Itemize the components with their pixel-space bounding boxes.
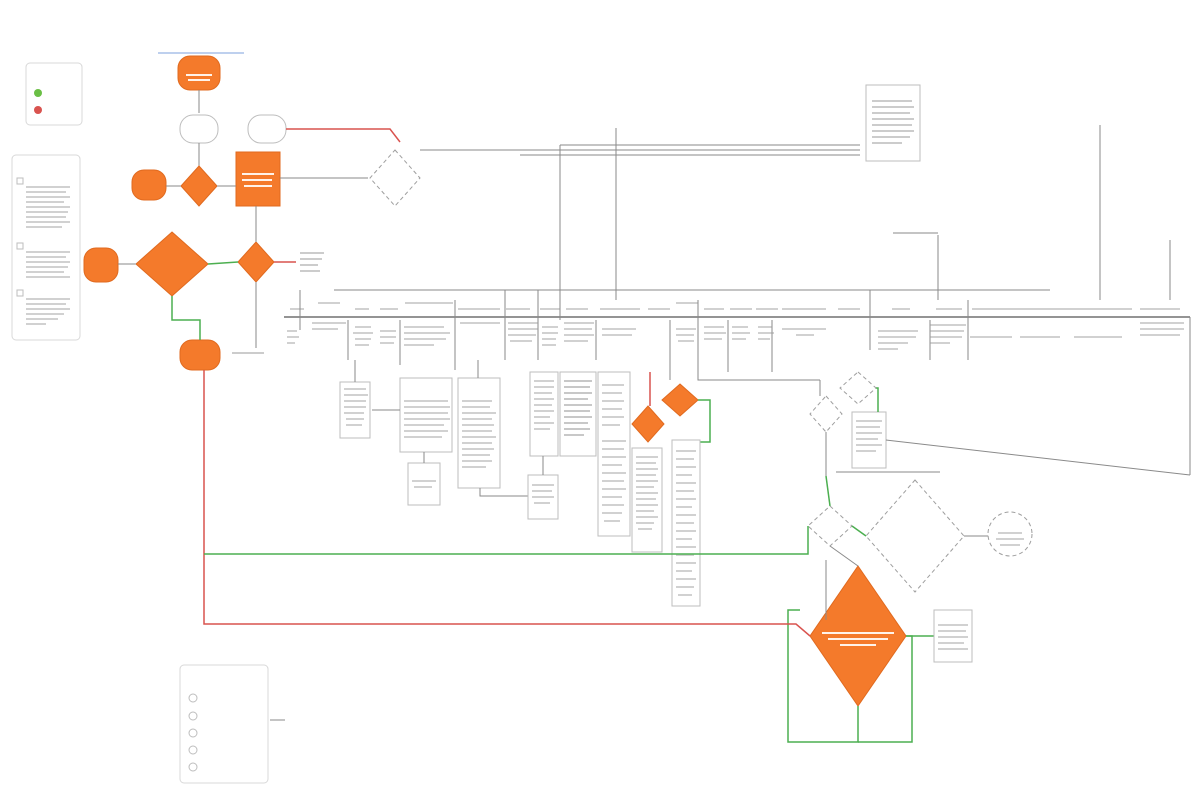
lane-9-text — [564, 322, 594, 342]
far-left-node — [83, 247, 119, 283]
edge-red-top-feedback — [286, 128, 401, 143]
box-lane5-small — [407, 462, 441, 506]
edge-green-right-1 — [876, 387, 879, 412]
mid-annotation-line-2 — [300, 258, 322, 260]
mid-annotation-line-4 — [300, 270, 320, 272]
decision-lane11-b — [661, 383, 699, 417]
process-main — [235, 151, 281, 207]
edge-green-return — [204, 526, 809, 555]
edge-green-bottom-right — [858, 635, 913, 743]
lane-21-text — [1140, 322, 1184, 336]
decision-right-small-1 — [839, 371, 877, 405]
left-bottom-node — [179, 339, 221, 371]
legend-decisions — [25, 62, 83, 126]
box-lane6-detail — [457, 377, 501, 489]
box-lane11-detail — [631, 447, 663, 553]
box-lane5-detail — [399, 377, 453, 453]
legend-no-dot — [34, 106, 42, 114]
edge-to-big-bottom — [829, 545, 859, 567]
lane-header-smudges — [290, 302, 1180, 310]
mid-annotation-line-3 — [300, 264, 318, 266]
lane-7-text — [508, 322, 538, 342]
decision-mid — [237, 241, 275, 283]
decision-right-small-3 — [807, 505, 853, 547]
legend-yes-dot — [34, 89, 42, 97]
box-lane10-detail — [597, 371, 631, 537]
mid-annotation-line-1 — [300, 252, 324, 254]
lane-15-text — [758, 326, 774, 340]
lane-14-text — [732, 326, 750, 340]
decision-big-bottom — [809, 565, 907, 707]
lane-2-text — [312, 322, 346, 330]
edge-lane12-right — [697, 300, 820, 381]
decision-right-small-2 — [809, 395, 843, 433]
lane-16-text — [782, 328, 826, 336]
edge-red-return — [203, 370, 811, 637]
decision-right-top — [369, 149, 421, 207]
pill-node — [179, 114, 219, 144]
lane-18-text — [930, 324, 966, 344]
edge-green-to-dashed — [851, 525, 867, 537]
decision-lane11-a — [631, 405, 665, 443]
lane-dividers — [299, 128, 1191, 475]
edge-big-left-to-bottom — [171, 296, 201, 340]
decision-big-left — [135, 231, 209, 297]
box-lane8-lower — [527, 474, 559, 520]
edge-green-bottom-loop — [787, 609, 859, 743]
lane-3-text — [353, 326, 373, 346]
lane-12-text — [676, 328, 696, 342]
bottom-box — [933, 609, 973, 663]
box-lane3-detail — [339, 381, 371, 439]
right-circle-node — [987, 511, 1033, 557]
lane-5-text — [404, 326, 450, 346]
lane-8-text — [542, 326, 558, 346]
decision-top — [180, 165, 218, 207]
edge-box6-to-bottom — [479, 488, 528, 497]
lane-6-text — [460, 322, 500, 324]
left-node — [131, 169, 167, 201]
lane-13-text — [704, 326, 726, 340]
decision-dashed-right — [865, 479, 965, 593]
edge-right-box-to-lane — [885, 439, 1191, 476]
edge-mid-to-big-left — [207, 261, 239, 265]
box-right-detail — [851, 411, 887, 469]
mid-down-caption — [232, 352, 264, 354]
lane-17-text — [878, 330, 918, 350]
box-lane9-detail — [559, 371, 597, 457]
legend-notes — [11, 154, 81, 341]
legend-bottom — [179, 664, 269, 784]
note-top-right — [865, 84, 921, 162]
reset-node — [247, 114, 287, 144]
edge-green-right-2 — [825, 475, 831, 507]
lane-1-text — [287, 330, 299, 344]
box-lane12-detail — [671, 439, 701, 607]
lane-19-text — [970, 336, 1122, 338]
lane-4-text — [380, 330, 396, 344]
start-node — [177, 55, 221, 91]
box-lane8-detail — [529, 371, 559, 457]
lane-10-text — [602, 328, 636, 336]
